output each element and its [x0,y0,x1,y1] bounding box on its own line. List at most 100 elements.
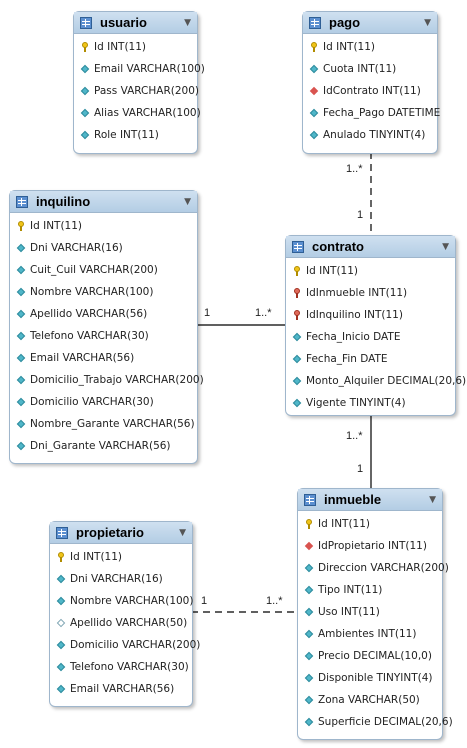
column-row[interactable]: Tipo INT(11) [298,579,442,601]
column-diamond-icon [292,332,302,342]
column-row[interactable]: Superficie DECIMAL(20,6) [298,711,453,733]
column-row[interactable]: Id INT(11) [50,546,192,568]
column-row[interactable]: Id INT(11) [10,215,197,237]
column-row[interactable]: Domicilio_Trabajo VARCHAR(200) [10,369,204,391]
column-row[interactable]: Anulado TINYINT(4) [303,124,437,146]
column-row[interactable]: IdInmueble INT(11) [286,282,455,304]
table-usuario[interactable]: usuario▼ Id INT(11) Email VARCHAR(100) Pas… [73,11,205,154]
column-row[interactable]: Domicilio VARCHAR(30) [10,391,197,413]
column-text: Email VARCHAR(100) [94,63,205,75]
column-row[interactable]: Domicilio VARCHAR(200) [50,634,200,656]
column-row[interactable]: Fecha_Fin DATE [286,348,455,370]
column-diamond-icon [16,309,26,319]
column-diamond-icon [292,376,302,386]
table-contrato[interactable]: contrato▼ Id INT(11)IdInmueble INT(11)Id… [285,235,466,416]
table-header[interactable]: propietario ▼ [50,522,192,544]
column-row[interactable]: Apellido VARCHAR(50) [50,612,192,634]
column-diamond-icon [304,629,314,639]
column-diamond-icon [304,651,314,661]
column-row[interactable]: Id INT(11) [74,36,197,58]
column-text: Dni VARCHAR(16) [70,573,163,585]
column-row[interactable]: Dni VARCHAR(16) [10,237,197,259]
table-header[interactable]: usuario▼ [74,12,197,34]
column-row[interactable]: Fecha_Inicio DATE [286,326,455,348]
column-diamond-icon [309,108,319,118]
column-list: Id INT(11) IdPropietario INT(11) Direccion… [298,511,453,733]
column-diamond-icon [16,397,26,407]
column-row[interactable]: Telefono VARCHAR(30) [50,656,192,678]
column-row[interactable]: Monto_Alquiler DECIMAL(20,6) [286,370,466,392]
table-inquilino[interactable]: inquilino▼ Id INT(11) Dni VARCHAR(16) Cuit… [9,190,204,464]
column-row[interactable]: Cuit_Cuil VARCHAR(200) [10,259,197,281]
column-row[interactable]: Nombre VARCHAR(100) [10,281,197,303]
column-text: Dni VARCHAR(16) [30,242,123,254]
column-text: Monto_Alquiler DECIMAL(20,6) [306,375,467,387]
column-row[interactable]: Email VARCHAR(56) [50,678,192,700]
primary-key-icon [16,221,26,231]
column-text: Superficie DECIMAL(20,6) [318,716,453,728]
table-inmueble[interactable]: inmueble▼ Id INT(11) IdPropietario INT(11… [297,488,453,740]
table-propietario[interactable]: propietario ▼ Id INT(11) Dni VARCHAR(16) No… [49,521,200,707]
cardinality-label: 1..* [266,595,283,607]
column-row[interactable]: Direccion VARCHAR(200) [298,557,449,579]
cardinality-label: 1 [357,463,364,475]
collapse-arrow-icon[interactable]: ▼ [184,196,191,207]
column-row[interactable]: Zona VARCHAR(50) [298,689,442,711]
table-icon [80,16,92,29]
column-row[interactable]: Email VARCHAR(100) [74,58,205,80]
column-row[interactable]: Uso INT(11) [298,601,442,623]
column-row[interactable]: Id INT(11) [303,36,437,58]
table-header[interactable]: inquilino▼ [10,191,197,213]
column-row[interactable]: Vigente TINYINT(4) [286,392,455,414]
column-row[interactable]: Ambientes INT(11) [298,623,442,645]
column-diamond-icon [80,130,90,140]
column-list: Id INT(11) Email VARCHAR(100) Pass VARCHAR… [74,34,205,146]
column-row[interactable]: Disponible TINYINT(4) [298,667,442,689]
column-diamond-icon [16,375,26,385]
column-row[interactable]: Dni_Garante VARCHAR(56) [10,435,197,457]
column-row[interactable]: Alias VARCHAR(100) [74,102,201,124]
column-row[interactable]: IdContrato INT(11) [303,80,437,102]
column-text: IdPropietario INT(11) [318,540,427,552]
primary-key-icon [292,266,302,276]
column-row[interactable]: Precio DECIMAL(10,0) [298,645,442,667]
column-text: Pass VARCHAR(200) [94,85,199,97]
column-row[interactable]: Id INT(11) [298,513,442,535]
column-text: Fecha_Fin DATE [306,353,388,365]
collapse-arrow-icon[interactable]: ▼ [179,527,186,538]
table-name: propietario [76,525,144,540]
column-diamond-icon [309,130,319,140]
column-row[interactable]: IdInquilino INT(11) [286,304,455,326]
column-list: Id INT(11)IdInmueble INT(11)IdInquilino … [286,258,466,414]
collapse-arrow-icon[interactable]: ▼ [424,17,431,28]
primary-key-icon [56,552,66,562]
column-text: Domicilio VARCHAR(30) [30,396,154,408]
primary-key-icon [304,519,314,529]
foreign-key-icon [304,541,314,551]
column-row[interactable]: Id INT(11) [286,260,455,282]
column-row[interactable]: Dni VARCHAR(16) [50,568,192,590]
column-row[interactable]: Fecha_Pago DATETIME [303,102,440,124]
column-diamond-icon [292,354,302,364]
column-row[interactable]: Role INT(11) [74,124,197,146]
column-row[interactable]: Email VARCHAR(56) [10,347,197,369]
table-pago[interactable]: pago▼ Id INT(11) Cuota INT(11) IdContrato … [302,11,440,154]
collapse-arrow-icon[interactable]: ▼ [429,494,436,505]
column-text: Cuota INT(11) [323,63,397,75]
column-row[interactable]: Nombre_Garante VARCHAR(56) [10,413,197,435]
collapse-arrow-icon[interactable]: ▼ [442,241,449,252]
column-row[interactable]: Cuota INT(11) [303,58,437,80]
column-row[interactable]: Pass VARCHAR(200) [74,80,199,102]
cardinality-label: 1..* [346,163,363,175]
table-header[interactable]: contrato▼ [286,236,455,258]
column-row[interactable]: Apellido VARCHAR(56) [10,303,197,325]
table-header[interactable]: inmueble▼ [298,489,442,511]
column-row[interactable]: Telefono VARCHAR(30) [10,325,197,347]
column-row[interactable]: IdPropietario INT(11) [298,535,442,557]
column-row[interactable]: Nombre VARCHAR(100) [50,590,193,612]
column-text: Nombre_Garante VARCHAR(56) [30,418,195,430]
collapse-arrow-icon[interactable]: ▼ [184,17,191,28]
table-header[interactable]: pago▼ [303,12,437,34]
foreign-key-icon [309,86,319,96]
column-text: Dni_Garante VARCHAR(56) [30,440,171,452]
